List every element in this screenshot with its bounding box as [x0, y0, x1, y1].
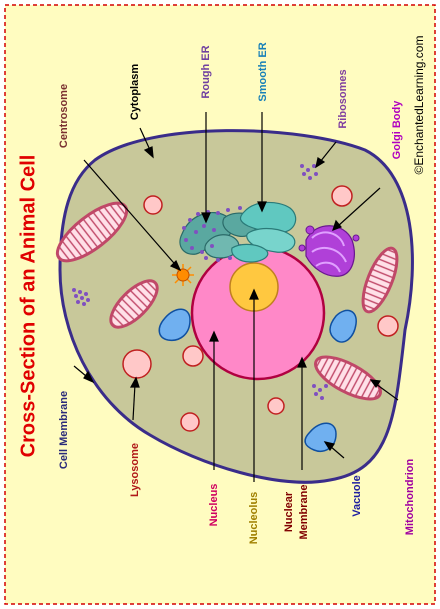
label-rough-er: Rough ER [200, 45, 212, 98]
label-cytoplasm: Cytoplasm [129, 64, 141, 120]
label-mitochondrion: Mitochondrion [404, 459, 416, 536]
label-nuclear-membrane-line1: Nuclear [283, 491, 295, 532]
centrosome-shape [172, 264, 194, 286]
credit-text: ©EnchantedLearning.com [412, 36, 426, 175]
label-centrosome: Centrosome [58, 84, 70, 148]
label-smooth-er: Smooth ER [257, 42, 269, 101]
label-nucleolus: Nucleolus [248, 492, 260, 545]
label-golgi-body: Golgi Body [391, 100, 403, 160]
label-lysosome: Lysosome [129, 443, 141, 497]
smooth-er-shape [231, 201, 297, 263]
label-nucleus: Nucleus [208, 484, 220, 527]
diagram-title: Cross-Section of an Animal Cell [17, 155, 39, 458]
label-ribosomes: Ribosomes [337, 69, 349, 128]
lysosome-shape [122, 185, 399, 432]
ribosome-shape [72, 164, 328, 400]
vacuole-shape [158, 308, 357, 452]
label-vacuole: Vacuole [351, 475, 363, 517]
mitochondrion-shape [55, 201, 399, 401]
golgi-body-shape [298, 225, 360, 277]
label-cell-membrane: Cell Membrane [58, 391, 70, 469]
pointer-lines [73, 112, 399, 482]
label-nuclear-membrane-line2: Membrane [298, 484, 310, 539]
